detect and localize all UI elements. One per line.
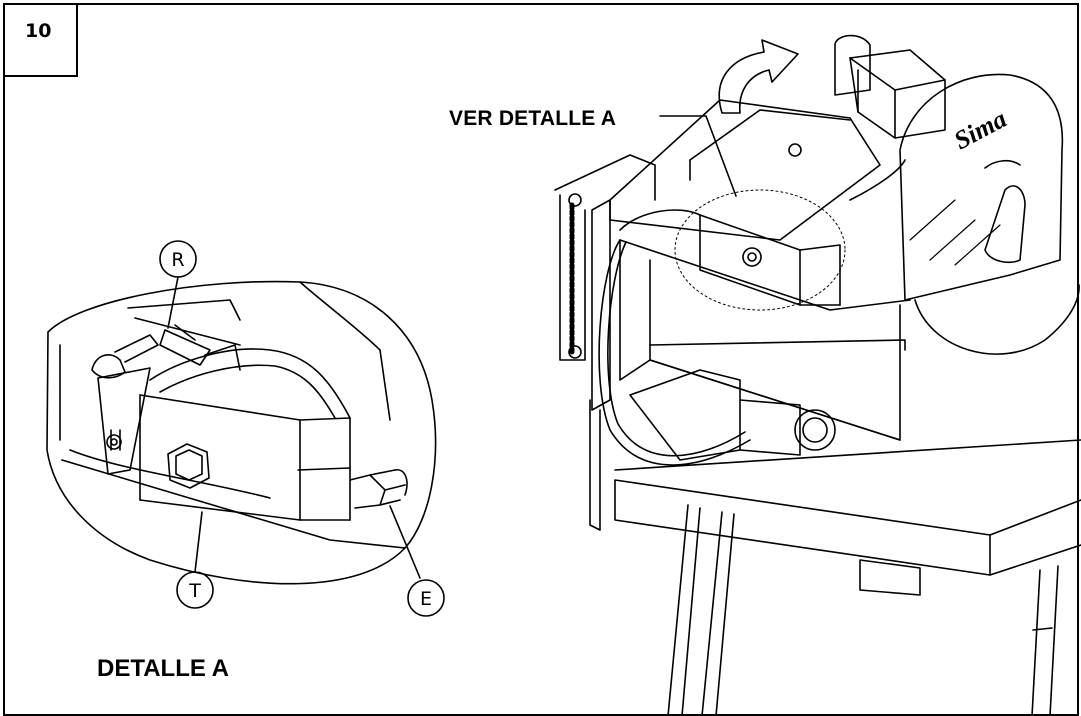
callout-e: E xyxy=(420,588,432,610)
step-number-box: 10 xyxy=(3,3,78,77)
detail-title: DETALLE A xyxy=(97,655,229,682)
machine-view xyxy=(554,34,1081,716)
see-detail-label: VER DETALLE A xyxy=(449,107,617,130)
callout-r: R xyxy=(171,249,184,271)
detail-a-view xyxy=(46,240,445,617)
step-number: 10 xyxy=(25,20,52,42)
callout-t: T xyxy=(188,580,201,602)
figure-frame xyxy=(3,3,1079,716)
brand-logo: Sima xyxy=(949,104,1011,155)
